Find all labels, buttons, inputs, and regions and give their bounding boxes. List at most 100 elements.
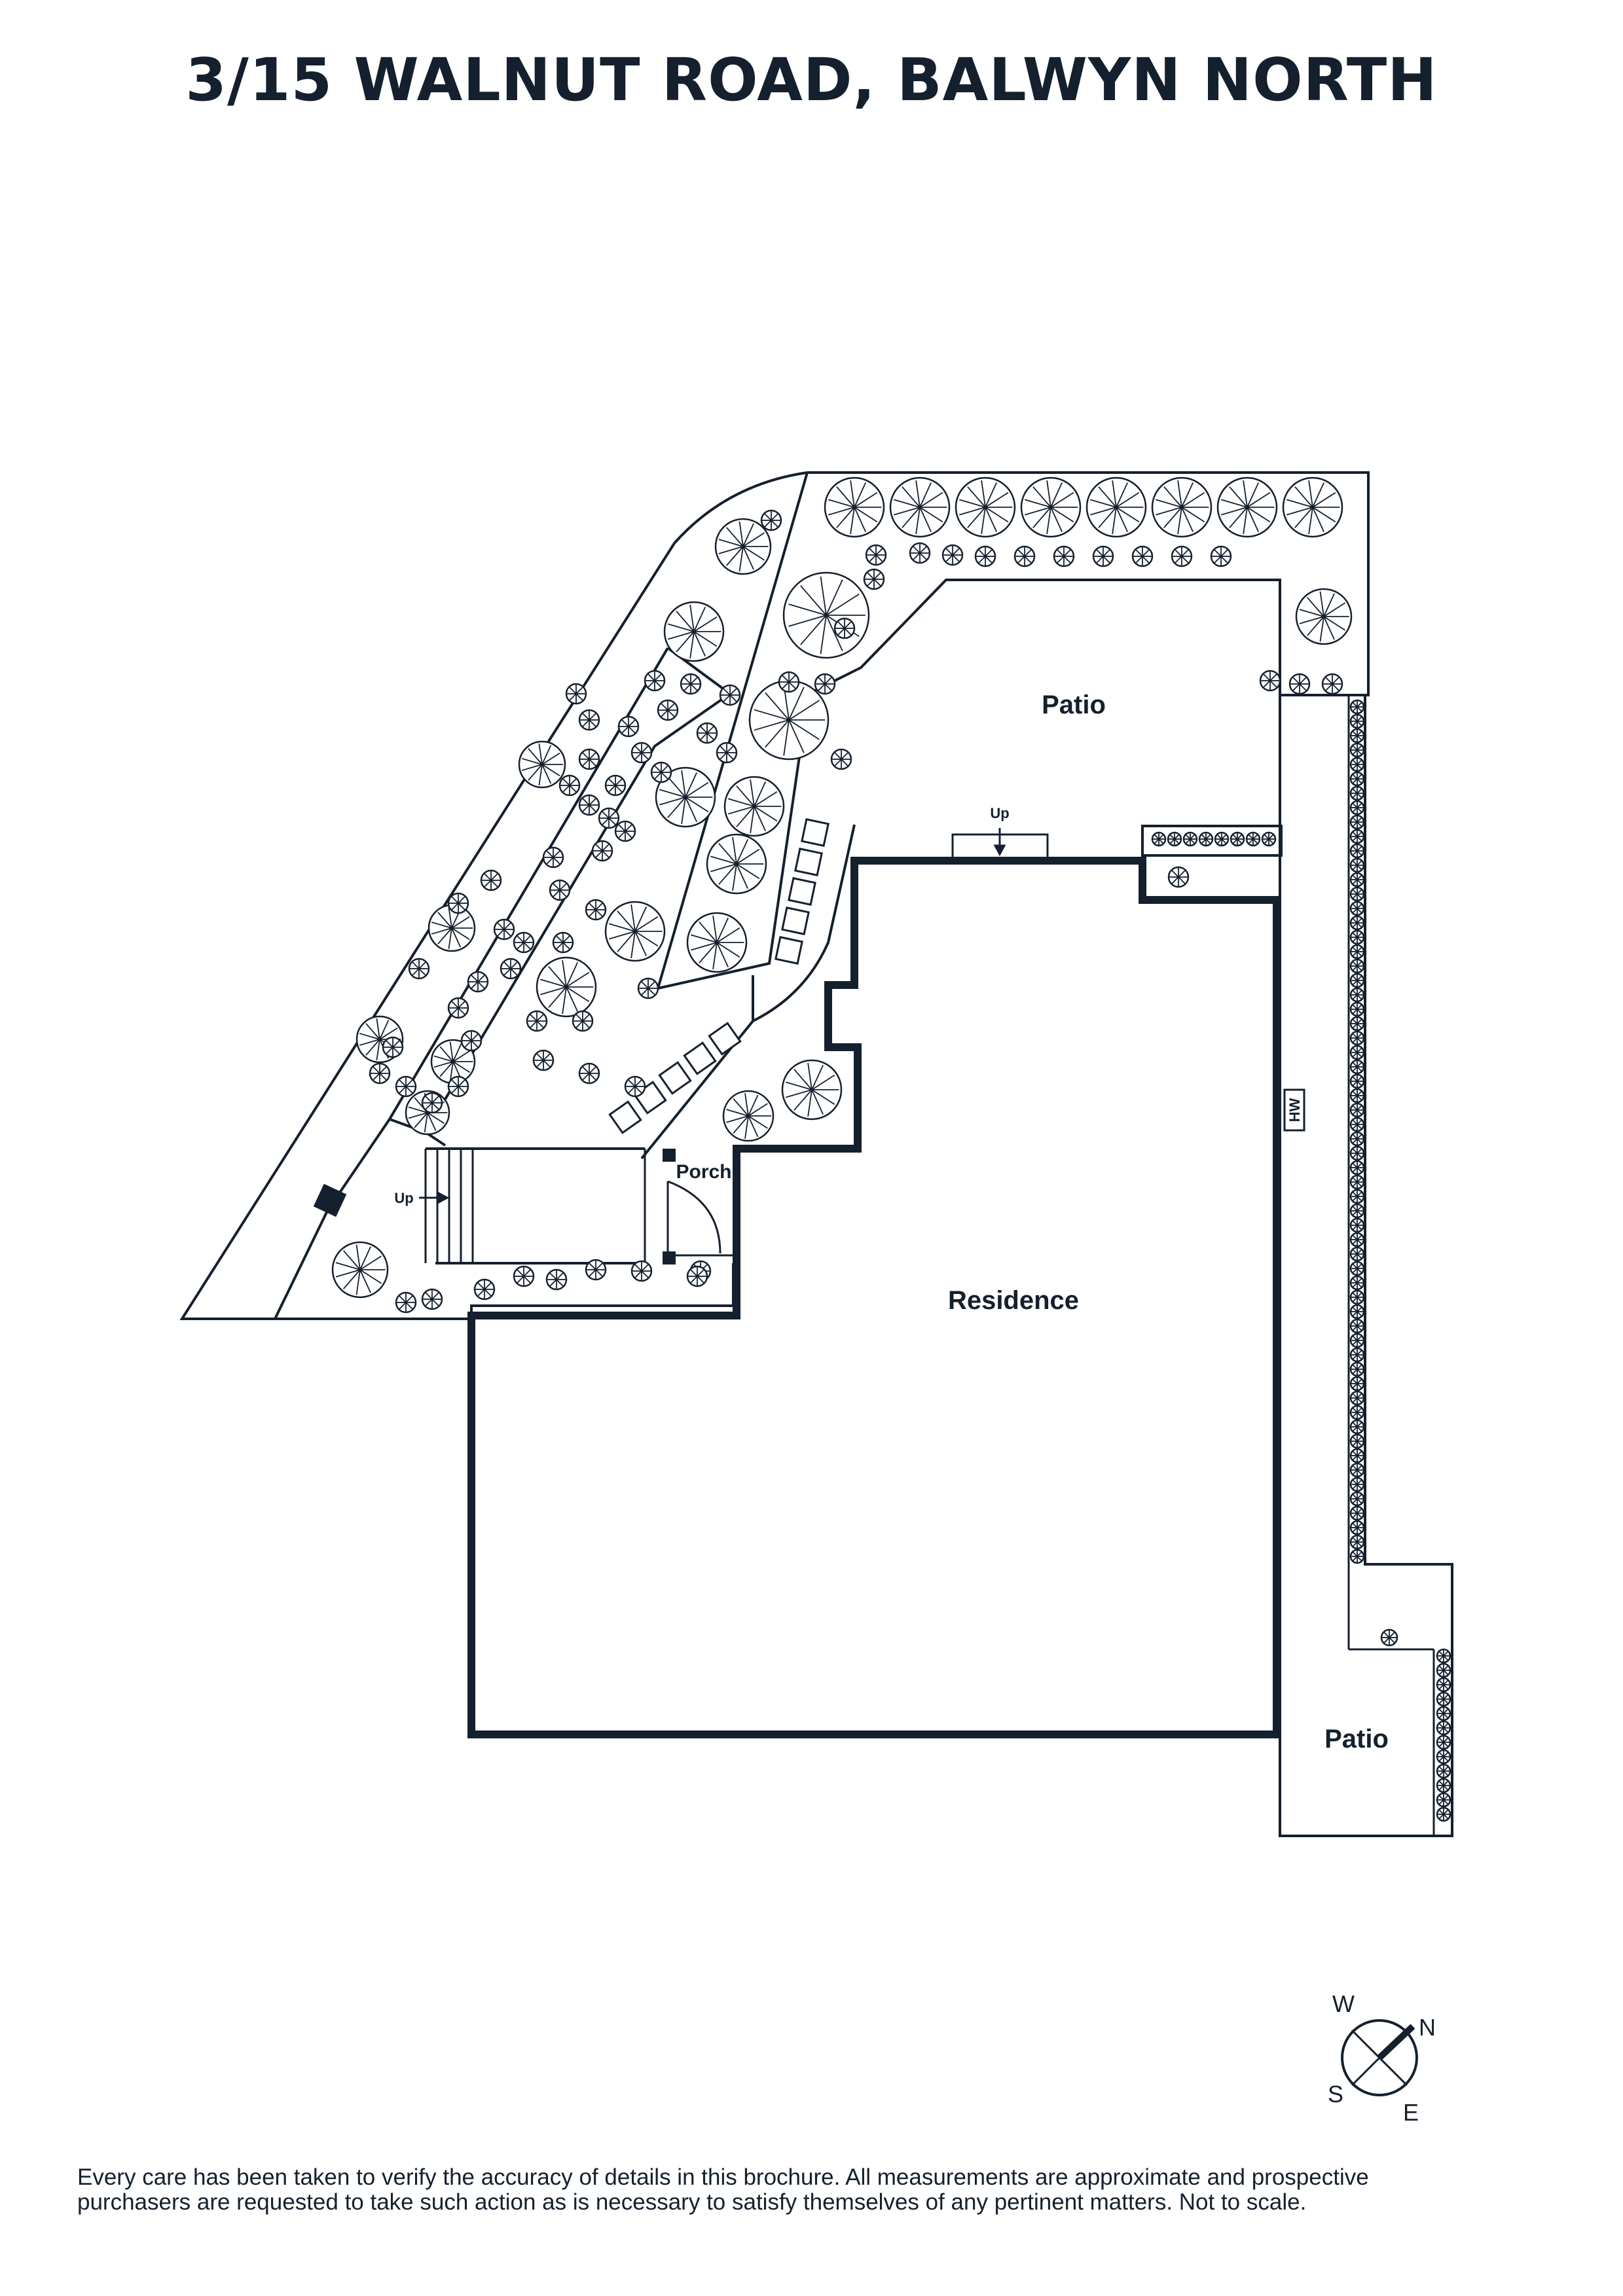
tree-icon — [1349, 915, 1365, 931]
tree-icon — [1349, 1232, 1365, 1247]
tree-icon — [1436, 1734, 1451, 1750]
tree-icon — [686, 1265, 708, 1287]
tree-icon — [1349, 785, 1365, 801]
tree-icon — [644, 670, 666, 692]
tree-icon — [549, 879, 571, 901]
tree-icon — [552, 931, 574, 954]
tree-icon — [1436, 1763, 1451, 1779]
tree-icon — [578, 709, 600, 731]
tree-icon — [1349, 1189, 1365, 1204]
tree-icon — [536, 956, 597, 1018]
tree-icon — [863, 568, 885, 590]
tree-icon — [1214, 831, 1230, 847]
tree-icon — [814, 673, 836, 695]
tree-icon — [1053, 545, 1075, 567]
tree-icon — [722, 1090, 775, 1142]
tree-icon — [865, 544, 887, 566]
tree-icon — [1436, 1806, 1451, 1822]
tree-icon — [1349, 1145, 1365, 1161]
up-label-patio: Up — [990, 805, 1009, 821]
porch-label: Porch — [676, 1161, 731, 1183]
tree-icon — [1131, 545, 1154, 567]
tree-icon — [1245, 831, 1261, 847]
patio-bottom-label: Patio — [1324, 1725, 1389, 1753]
tree-icon — [1436, 1691, 1451, 1707]
tree-icon — [941, 544, 964, 566]
tree-icon — [1349, 800, 1365, 816]
hw-label: HW — [1286, 1098, 1303, 1122]
tree-icon — [558, 774, 581, 797]
tree-icon — [1349, 699, 1365, 715]
compass: W N S E — [1328, 1990, 1436, 2126]
wall-blocks — [313, 1149, 676, 1265]
tree-icon — [1349, 1333, 1365, 1348]
tree-icon — [1230, 831, 1245, 847]
tree-icon — [1349, 1376, 1365, 1391]
tree-icon — [696, 722, 718, 744]
tree-icon — [1349, 1261, 1365, 1276]
tree-icon — [1171, 545, 1193, 567]
tree-icon — [604, 901, 666, 962]
garden-shrubs — [369, 509, 1451, 1822]
tree-icon — [500, 958, 522, 980]
tree-icon — [1349, 814, 1365, 830]
tree-icon — [1349, 929, 1365, 945]
tree-icon — [833, 617, 856, 639]
tree-icon — [1349, 987, 1365, 1003]
tree-icon — [1349, 1405, 1365, 1420]
tree-icon — [781, 1059, 843, 1121]
tree-icon — [1349, 1073, 1365, 1089]
entry-path-curve — [752, 824, 856, 1022]
tree-icon — [532, 1049, 555, 1071]
tree-icon — [723, 776, 785, 837]
tree-icon — [663, 601, 725, 662]
tree-icon — [630, 1260, 653, 1282]
garden-bed-mid — [388, 647, 733, 1134]
tree-icon — [782, 571, 870, 659]
tree-icon — [1349, 1433, 1365, 1449]
tree-icon — [1282, 476, 1343, 538]
compass-e: E — [1403, 2099, 1419, 2126]
tree-icon — [604, 774, 627, 797]
tree-icon — [1349, 1520, 1365, 1535]
tree-icon — [1349, 1217, 1365, 1233]
tree-icon — [585, 1259, 607, 1281]
tree-icon — [572, 1010, 594, 1032]
tree-icon — [1349, 1448, 1365, 1463]
tree-icon — [428, 904, 476, 952]
tree-icon — [1349, 1491, 1365, 1507]
tree-icon — [1349, 1045, 1365, 1060]
compass-circle — [1341, 2019, 1418, 2096]
tree-icon — [460, 1030, 483, 1052]
page-title: 3/15 WALNUT ROAD, BALWYN NORTH — [185, 46, 1438, 115]
tree-icon — [1349, 771, 1365, 787]
tree-icon — [447, 1075, 469, 1098]
tree-icon — [1349, 886, 1365, 902]
disclaimer-line-1: Every care has been taken to verify the … — [77, 2164, 1369, 2190]
tree-icon — [467, 971, 489, 993]
tree-icon — [542, 846, 564, 869]
tree-icon — [909, 542, 931, 564]
tree-icon — [1349, 1088, 1365, 1103]
tree-icon — [578, 1062, 600, 1085]
tree-icon — [1349, 1505, 1365, 1521]
residence-outline — [467, 857, 1281, 1738]
compass-s: S — [1328, 2081, 1343, 2108]
tree-icon — [1349, 1174, 1365, 1190]
tree-icon — [778, 671, 800, 693]
tree-icon — [1349, 958, 1365, 974]
tree-icon — [585, 899, 607, 921]
porch-door-swing — [667, 1180, 721, 1254]
tree-icon — [1349, 1304, 1365, 1319]
tree-icon — [1349, 742, 1365, 758]
tree-icon — [1349, 872, 1365, 888]
tree-icon — [1288, 673, 1311, 695]
tree-icon — [1349, 1390, 1365, 1406]
tree-icon — [421, 1288, 443, 1310]
tree-icon — [1151, 476, 1213, 538]
tree-icon — [1349, 1347, 1365, 1363]
tree-icon — [1259, 670, 1281, 692]
tree-icon — [395, 1291, 417, 1314]
tree-icon — [1349, 1462, 1365, 1478]
tree-icon — [1167, 831, 1182, 847]
